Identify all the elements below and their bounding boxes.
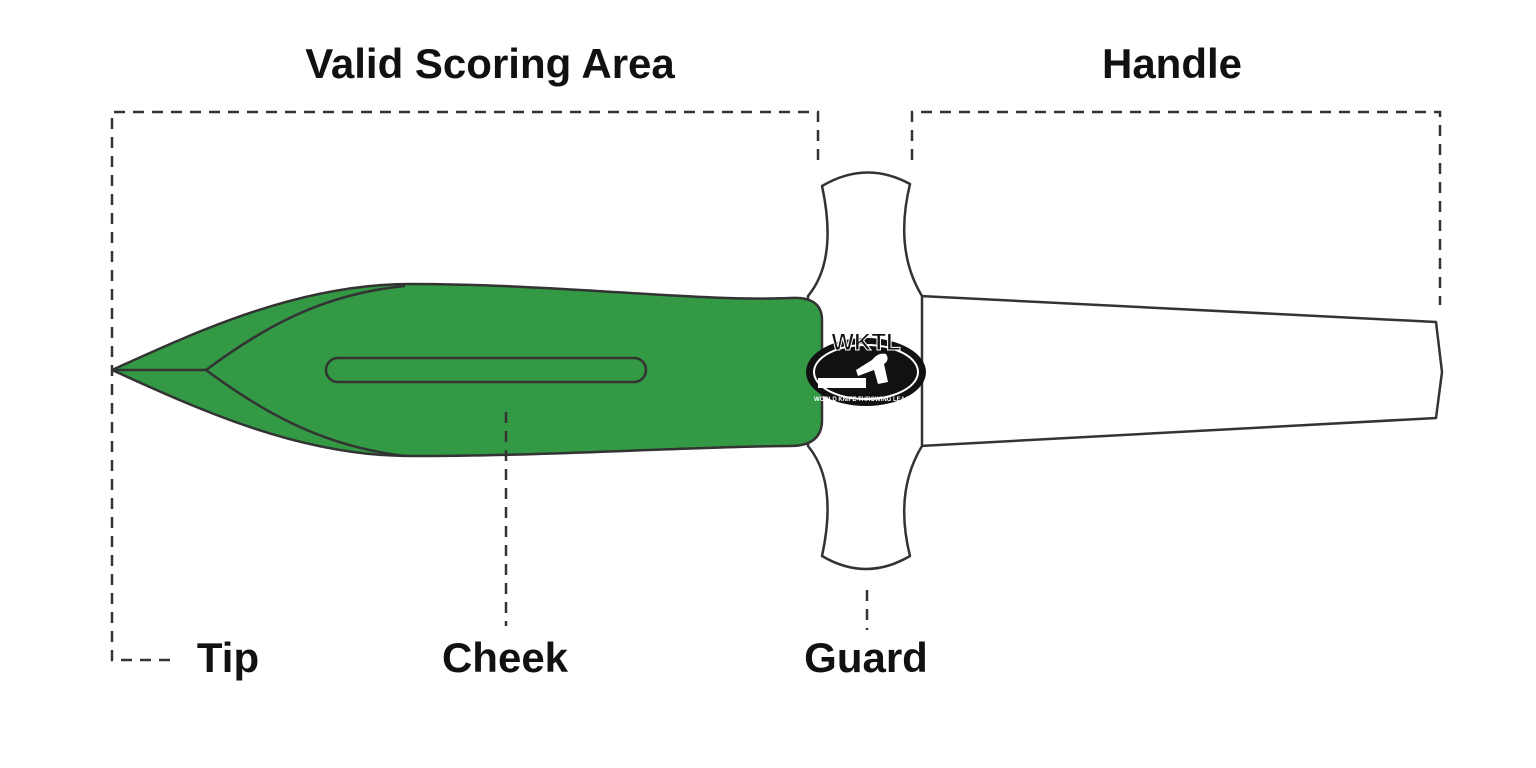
- handle-bracket: [910, 110, 1442, 305]
- valid-scoring-area-label: Valid Scoring Area: [305, 40, 675, 87]
- wktl-logo: WKTL WORLD KNIFE THROWING LEAGUE: [806, 329, 926, 406]
- logo-text: WKTL: [831, 329, 900, 356]
- cheek-label: Cheek: [442, 634, 569, 681]
- knife-handle: [918, 294, 1444, 448]
- tip-label: Tip: [197, 634, 259, 681]
- logo-subtext: WORLD KNIFE THROWING LEAGUE: [814, 397, 918, 403]
- blade-fuller: [324, 356, 648, 384]
- blade-bevel-line: [112, 284, 406, 458]
- guard-label: Guard: [804, 634, 928, 681]
- knife-thrower-icon: [856, 353, 888, 384]
- handle-label: Handle: [1102, 40, 1242, 87]
